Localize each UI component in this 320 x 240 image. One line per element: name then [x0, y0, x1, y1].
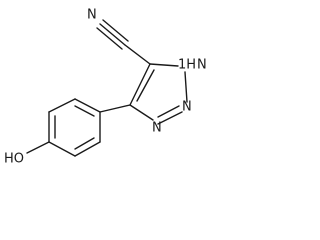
ring-bond-n2-n3-double	[157, 105, 180, 118]
phenyl-bond-4	[48, 141, 76, 157]
nitrile-triple-bond-2	[102, 19, 129, 42]
phenol-co-bond	[26, 141, 50, 154]
ring-bond-n2-n3	[157, 111, 183, 125]
phenyl-bond-1	[74, 98, 101, 113]
nitrile-triple-bond-1	[99, 23, 126, 46]
c5-cn-bond	[124, 44, 151, 65]
phenyl-bond-2	[48, 98, 76, 113]
nitrile-nitrogen-label: N	[87, 8, 97, 23]
ring-n2-label: N	[182, 100, 192, 115]
nitrile-triple-bond-3	[96, 27, 123, 50]
ring-bond-c4-c5	[129, 63, 151, 106]
phenyl-bond-1-inner	[74, 105, 95, 117]
ring-bond-n3-c4	[129, 104, 154, 121]
ring-bond-c5-n1	[149, 63, 179, 67]
ring-nh-nitrogen-label: N	[197, 58, 207, 73]
phenyl-bond-5-inner	[74, 137, 95, 150]
ring-bond-c4-c5-double	[136, 69, 155, 102]
ring-bond-n1-n2	[184, 71, 188, 103]
structure-diagram: N 1H N N N HO	[4, 8, 207, 167]
phenyl-bond-5	[74, 141, 101, 157]
hydroxyl-label: HO	[4, 152, 24, 167]
ring-nh-label: 1H	[178, 58, 196, 73]
ring-n3-label: N	[152, 121, 162, 136]
c4-phenyl-bond	[99, 104, 131, 113]
